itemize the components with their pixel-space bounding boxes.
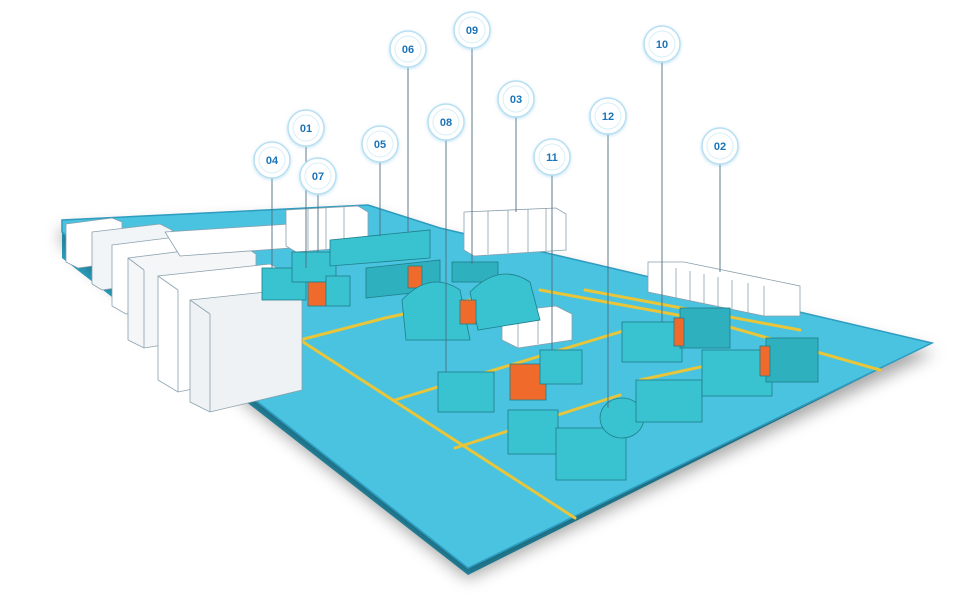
callout-06-text: 06 [402,44,414,56]
callout-12-text: 12 [602,111,614,123]
callout-02-text: 02 [714,141,726,153]
callout-05: 05 [361,125,399,163]
machine-05 [329,229,431,267]
callout-03: 03 [497,80,535,118]
callout-07: 07 [299,157,337,195]
callout-05-text: 05 [374,139,386,151]
callouts: 01 02 03 04 05 06 07 [253,11,739,195]
callout-07-text: 07 [312,171,324,183]
machine-12 [507,409,559,455]
callout-11-text: 11 [546,152,558,164]
callout-10: 10 [643,25,681,63]
callout-08-text: 08 [440,117,452,129]
callout-09-text: 09 [466,25,478,37]
callout-04: 04 [253,141,291,179]
callout-03-text: 03 [510,94,522,106]
cabinet-row-right [647,261,801,317]
callout-12: 12 [589,97,627,135]
callout-04-text: 04 [266,155,279,167]
machine-08 [401,273,541,341]
callout-01-text: 01 [300,123,312,135]
callout-09: 09 [453,11,491,49]
cabinet-row-left [65,217,303,413]
callout-01: 01 [287,109,325,147]
callout-06: 06 [389,30,427,68]
cabinet-group-back-right [463,207,567,257]
callout-08: 08 [427,103,465,141]
machine-10 [621,321,683,363]
leader-lines [271,48,721,408]
machine-units [261,229,819,481]
machine-11 [437,371,495,413]
callout-11: 11 [533,138,571,176]
callout-02: 02 [701,127,739,165]
callout-10-text: 10 [656,39,668,51]
